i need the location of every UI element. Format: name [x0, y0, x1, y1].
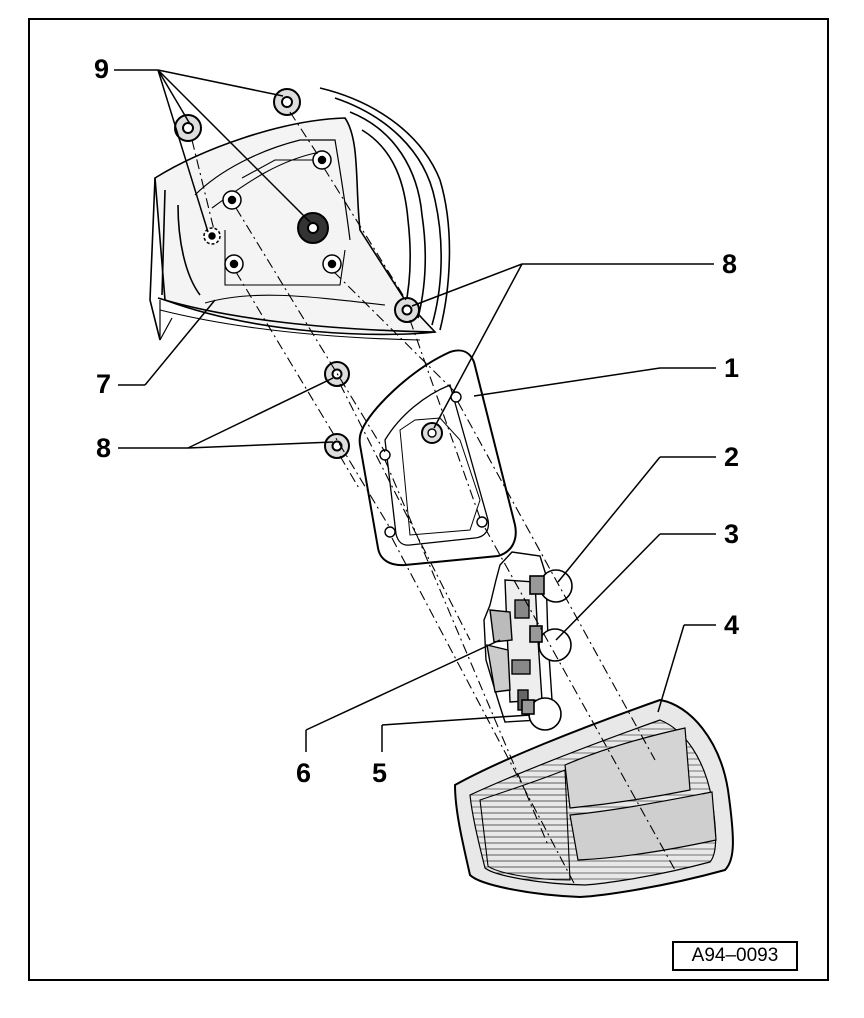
rear-light-seal [358, 349, 517, 567]
bulb-lower [521, 697, 562, 731]
callout-5: 5 [372, 758, 388, 788]
figure-id-label: A94–0093 [672, 941, 798, 971]
bulb-middle [529, 625, 572, 662]
mounting-nut [273, 88, 301, 116]
leader-lines [114, 69, 716, 752]
callout-9: 9 [94, 54, 110, 84]
callout-3: 3 [724, 519, 740, 549]
mounting-nut [324, 433, 350, 459]
mounting-nut [394, 297, 420, 323]
bulb-holder [483, 551, 553, 723]
bulb-upper [529, 569, 573, 603]
body-panel [149, 87, 451, 341]
callout-6: 6 [296, 758, 312, 788]
callout-8-upper: 8 [722, 249, 738, 279]
callout-1: 1 [724, 353, 740, 383]
panel-holes [203, 150, 342, 274]
seal-nut-group [324, 297, 420, 459]
callout-4: 4 [724, 610, 740, 640]
callout-8-lower: 8 [96, 433, 112, 463]
callout-7: 7 [96, 369, 112, 399]
rear-light-lens [453, 698, 734, 899]
assembly-lines [191, 111, 676, 886]
mounting-nut [297, 212, 329, 244]
callout-2: 2 [724, 442, 740, 472]
mounting-nut [174, 114, 202, 142]
